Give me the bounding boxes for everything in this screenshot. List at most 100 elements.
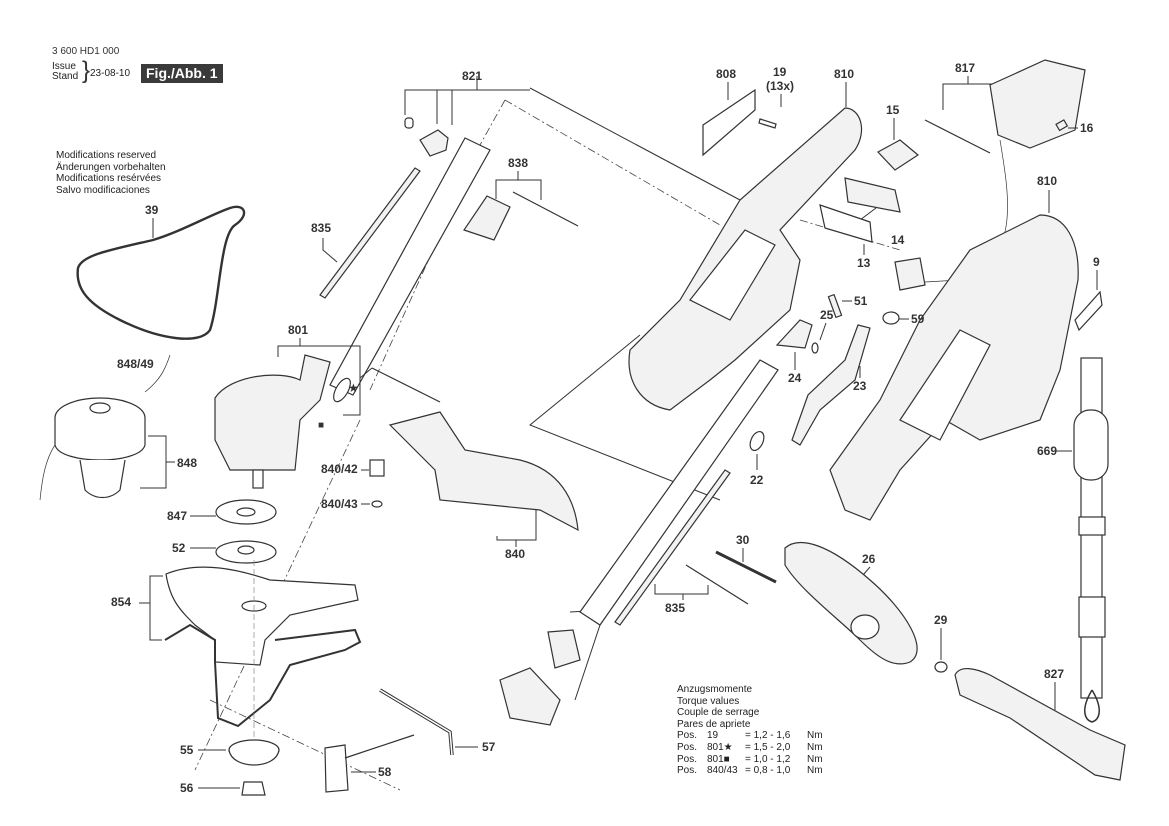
label-19: 19 [773, 65, 787, 79]
callout-line [819, 322, 827, 341]
hex-key-part [379, 688, 454, 756]
notice-line: Modifications resérvées [56, 173, 162, 184]
label-838: 838 [508, 156, 528, 170]
label-848-49: 848/49 [117, 357, 154, 371]
grommet-part [749, 430, 765, 452]
label-14: 14 [891, 233, 905, 247]
cup-body [228, 749, 280, 766]
upper-shaft-tube [329, 137, 491, 396]
auxiliary-handle-part [784, 541, 918, 665]
label-808: 808 [716, 67, 736, 81]
torque-title: Pares de apriete [677, 718, 751, 730]
label-26: 26 [862, 552, 876, 566]
label-59: 59 [911, 312, 925, 326]
label-15: 15 [886, 103, 900, 117]
label-847: 847 [167, 509, 187, 523]
cable-tie-part [924, 119, 991, 154]
torque-row: Pos. 801■ = 1,0 - 1,2 Nm [677, 754, 823, 766]
cable-part [319, 167, 421, 299]
spool-base-hub [236, 507, 256, 517]
label-30: 30 [736, 533, 750, 547]
blade-part [165, 566, 359, 666]
issue-label-de: Stand [52, 71, 79, 82]
torque-prefix: Pos. [677, 741, 698, 753]
trimmer-line [39, 444, 56, 501]
lock-button-part [775, 319, 813, 349]
label-56: 56 [180, 781, 194, 795]
torque-unit: Nm [807, 765, 823, 777]
callout-line [859, 207, 877, 221]
label-16: 16 [1080, 121, 1094, 135]
label-22: 22 [750, 473, 764, 487]
label-801: 801 [288, 323, 308, 337]
lower-shaft-tube [579, 359, 779, 626]
motor-shaft [252, 469, 264, 489]
notice-line: Modifications reserved [56, 150, 157, 161]
spring-part [827, 293, 843, 319]
label-51: 51 [854, 294, 868, 308]
square-marker: ■ [318, 420, 324, 431]
label-840-42: 840/42 [321, 462, 358, 476]
coupling-sleeve-part [547, 629, 581, 669]
spool-center [89, 402, 111, 414]
star-marker: ★ [348, 381, 359, 395]
screw-part [371, 500, 383, 508]
figure-label: Fig./Abb. 1 [141, 64, 223, 83]
torque-unit: Nm [807, 730, 823, 742]
callout-line [149, 575, 163, 641]
assembly-guide-line [504, 99, 721, 226]
trimmer-line [144, 354, 171, 393]
strap-clip-part [1078, 596, 1106, 638]
label-23: 23 [853, 379, 867, 393]
assembly-guide-line [209, 699, 401, 791]
housing-grip-opening [689, 229, 776, 321]
motor-head-part [214, 354, 331, 471]
label-840-43: 840/43 [321, 497, 358, 511]
torque-unit: Nm [807, 753, 823, 765]
torque-row: Pos. 840/43 = 0,8 - 1,0 Nm [677, 765, 823, 777]
assembly-guide-line [479, 99, 506, 146]
torque-unit: Nm [807, 741, 823, 753]
torque-pos: 840/43 [707, 765, 738, 777]
torque-row: Pos. 801★ = 1,5 - 2,0 Nm [677, 742, 823, 754]
strap-hook-part [1084, 689, 1100, 723]
shoulder-pad-part [1073, 409, 1109, 481]
label-840: 840 [505, 547, 525, 561]
guard-part [388, 411, 579, 532]
torque-pos: 19 [707, 730, 719, 742]
callout-line [404, 89, 530, 115]
label-848: 848 [177, 456, 197, 470]
label-19-qty: (13x) [766, 79, 794, 93]
cable-part [614, 469, 731, 626]
issue-date: 23-08-10 [90, 68, 131, 79]
label-52: 52 [172, 541, 186, 555]
torque-pos: 801★ [707, 741, 733, 753]
torque-value: = 1,0 - 1,2 [745, 753, 791, 765]
spacer-part [369, 459, 385, 477]
label-25: 25 [820, 308, 834, 322]
torque-row: Pos. 19 = 1,2 - 1,6 Nm [677, 730, 823, 742]
torque-prefix: Pos. [677, 753, 698, 765]
coupling-knob-part [499, 667, 561, 726]
issue-label-en: Issue [52, 61, 76, 72]
label-39: 39 [145, 203, 159, 217]
screw-part [758, 118, 777, 129]
spring-part [1055, 119, 1069, 132]
callout-line [654, 584, 709, 595]
torque-title: Couple de serrage [677, 707, 760, 719]
washer-plate-hub [237, 545, 255, 555]
label-57: 57 [482, 740, 496, 754]
callout-line [495, 179, 542, 200]
connector-part [894, 257, 926, 291]
modifications-notice: Modifications reserved Änderungen vorbeh… [56, 150, 166, 196]
strap-buckle-part [1078, 516, 1106, 536]
callout-line [277, 345, 361, 416]
nut-part [241, 781, 266, 796]
cable-tie-part [371, 367, 441, 403]
washer-part [934, 661, 948, 673]
cable-tie-part [512, 191, 579, 227]
callout-line [359, 367, 373, 379]
pin-part [811, 342, 819, 354]
assembly-frame-line [529, 87, 741, 201]
